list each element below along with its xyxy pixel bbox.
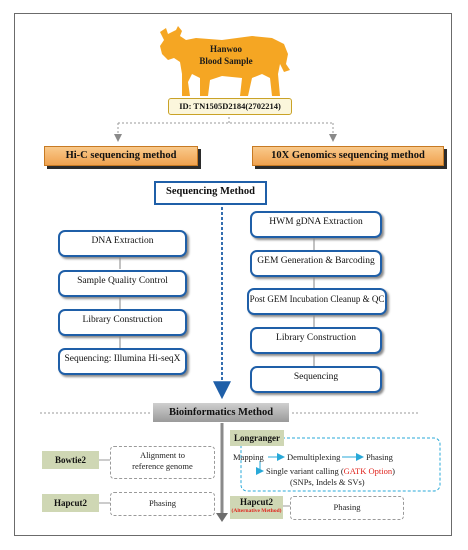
hic-step-sample-qc: Sample Quality Control — [58, 270, 187, 297]
variant-calling-label: Single variant calling ( — [266, 466, 344, 476]
bowtie2-desc-line1: Alignment to — [139, 450, 186, 460]
hapcut2-alt-tool-name: Hapcut2 — [239, 497, 273, 507]
tenx-step-library-construction: Library Construction — [250, 327, 382, 354]
hapcut2-alt-method: (Alternative Method) — [231, 508, 282, 514]
tenx-step-sequencing: Sequencing — [250, 366, 382, 393]
longranger-phasing: Phasing — [366, 452, 393, 462]
cow-icon — [160, 26, 290, 96]
longranger-variant-calling: Single variant calling (GATK Option) — [266, 466, 395, 476]
down-arrow-icon — [216, 513, 228, 522]
cow-label-line2: Blood Sample — [199, 56, 253, 66]
hic-step-library-construction: Library Construction — [58, 309, 187, 336]
variant-calling-close: ) — [392, 466, 395, 476]
cow-label-line1: Hanwoo — [209, 44, 242, 54]
bowtie2-desc-line2: reference genome — [132, 461, 193, 471]
tenx-step-gdna-extraction: HWM gDNA Extraction — [250, 211, 382, 238]
gatk-option: GATK Option — [343, 466, 393, 476]
bioinformatics-method-title: Bioinformatics Method — [153, 403, 289, 422]
hapcut2-tool: Hapcut2 — [42, 494, 99, 512]
hapcut2-phasing-box: Phasing — [110, 492, 215, 516]
cow-label: Hanwoo Blood Sample — [191, 43, 261, 67]
hapcut2-alt-phasing-box: Phasing — [290, 496, 404, 520]
longranger-variant-types: (SNPs, Indels & SVs) — [290, 477, 365, 487]
longranger-mapping: Mapping — [233, 452, 264, 462]
tenx-step-gem-generation: GEM Generation & Barcoding — [250, 250, 382, 277]
bowtie2-alignment-box: Alignment to reference genome — [110, 446, 215, 479]
longranger-tool: Longranger — [230, 430, 284, 446]
bowtie2-tool: Bowtie2 — [42, 451, 99, 469]
hic-step-dna-extraction: DNA Extraction — [58, 230, 187, 257]
figure-frame — [14, 13, 452, 536]
tenx-step-post-gem-cleanup: Post GEM Incubation Cleanup & QC — [247, 288, 387, 315]
hic-method-label: Hi-C sequencing method — [44, 146, 198, 166]
hapcut2-alt-tool: Hapcut2 (Alternative Method) — [230, 496, 283, 519]
sample-id: ID: TN1505D2184(2702214) — [168, 98, 292, 115]
hic-step-sequencing: Sequencing: Illumina Hi-seqX — [58, 348, 187, 375]
sequencing-method-title: Sequencing Method — [154, 181, 267, 205]
tenx-method-label: 10X Genomics sequencing method — [252, 146, 444, 166]
longranger-demultiplexing: Demultiplexing — [287, 452, 341, 462]
